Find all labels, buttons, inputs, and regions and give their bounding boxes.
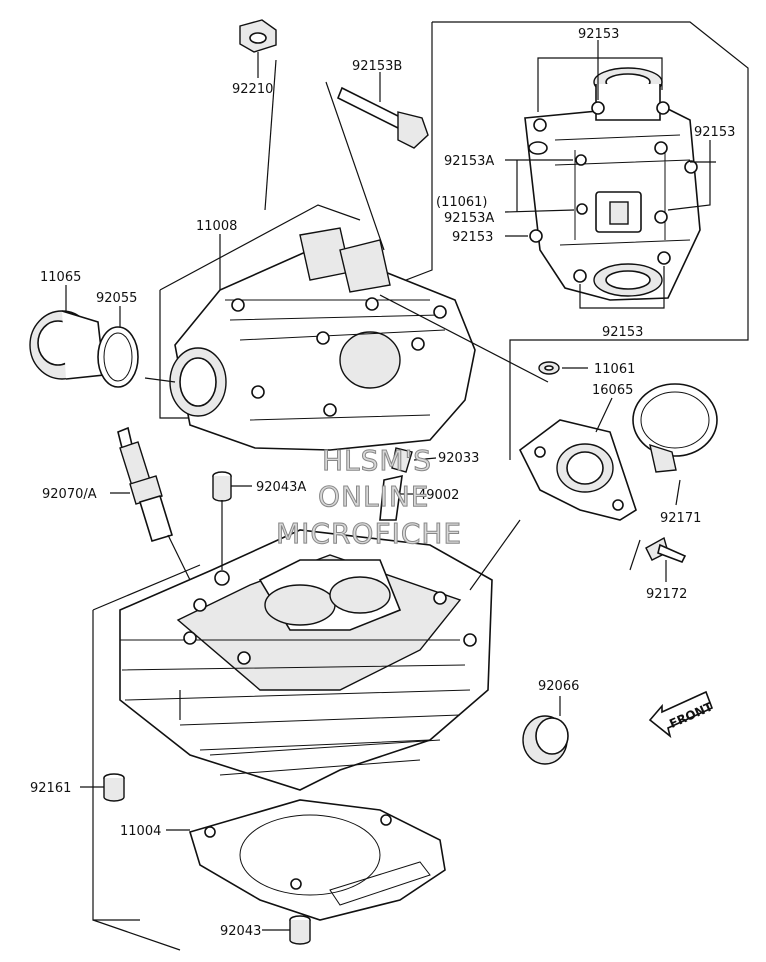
- washer-11061-part: [538, 361, 560, 375]
- callout-92055: 92055: [96, 291, 137, 306]
- callout-92210: 92210: [232, 82, 273, 97]
- callout-16065: 16065: [592, 383, 633, 398]
- spark-plug-92070A-part: [117, 426, 174, 542]
- dowel-92161-part: [103, 773, 125, 802]
- callout-92172: 92172: [646, 587, 687, 602]
- watermark-line-3: MICROFICHE: [276, 517, 462, 550]
- callout-92153A-1: 92153A: [444, 154, 494, 169]
- screw-92172-part: [645, 536, 687, 564]
- callout-92070A: 92070/A: [42, 487, 97, 502]
- callout-92153-bottom: 92153: [602, 325, 643, 340]
- callout-11061-paren: (11061): [436, 195, 488, 210]
- cap-92066-part: [522, 715, 569, 765]
- callout-92153B: 92153B: [352, 59, 402, 74]
- plug-cap-11065-part: [29, 310, 105, 380]
- leader-lines: [65, 40, 716, 931]
- dowel-92043A-part: [212, 471, 232, 502]
- bolt-92210-part: [239, 19, 277, 53]
- front-arrow-icon: FRONT: [648, 690, 716, 739]
- head-gasket-11004-part: [188, 799, 446, 921]
- watermark: HLSM'S ONLINE MICROFICHE: [276, 444, 462, 551]
- head-cover-11008-part: [169, 227, 476, 451]
- callout-92171: 92171: [660, 511, 701, 526]
- valve-cover-part: [524, 67, 701, 301]
- callout-11065: 11065: [40, 270, 81, 285]
- watermark-line-2: ONLINE: [318, 480, 429, 513]
- o-ring-92055-part: [97, 326, 139, 388]
- dowel-92043-part: [289, 915, 311, 945]
- callout-92153A-2: 92153A: [444, 211, 494, 226]
- callout-92153-left: 92153: [452, 230, 493, 245]
- watermark-line-1: HLSM'S: [322, 444, 432, 477]
- clamp-92171-part: [632, 383, 718, 473]
- guide-92033-part: [379, 447, 413, 521]
- bolt-92153B-part: [336, 86, 429, 149]
- callout-92066: 92066: [538, 679, 579, 694]
- callout-11004: 11004: [120, 824, 161, 839]
- callout-92043: 92043: [220, 924, 261, 939]
- callout-11061: 11061: [594, 362, 635, 377]
- callout-92033: 92033: [438, 451, 479, 466]
- callout-49002: 49002: [418, 488, 459, 503]
- callout-92153-right: 92153: [694, 125, 735, 140]
- callout-92043A: 92043A: [256, 480, 306, 495]
- callout-11008: 11008: [196, 219, 237, 234]
- intake-pipe-16065-part: [518, 419, 637, 521]
- callout-labels: 92210 92153B 92153 92153 92153A (11061) …: [30, 27, 735, 939]
- callout-92161: 92161: [30, 781, 71, 796]
- callout-92153-top: 92153: [578, 27, 619, 42]
- cylinder-head-part: [119, 529, 493, 791]
